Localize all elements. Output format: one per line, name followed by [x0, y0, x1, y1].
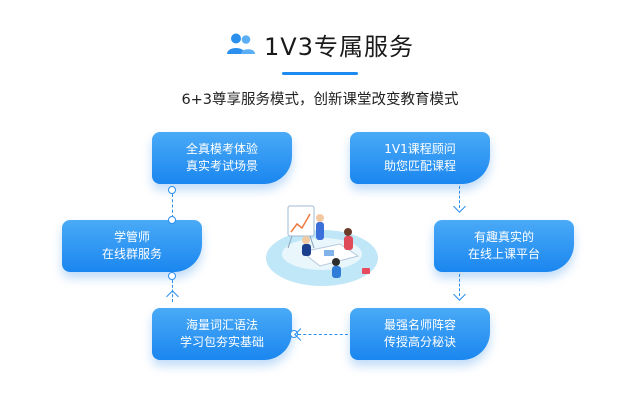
card-line: 有趣真实的 — [473, 230, 534, 244]
card-advisor: 1V1课程顾问 助您匹配课程 — [350, 132, 490, 184]
card-line: 传授高分秘诀 — [383, 335, 456, 349]
connector-circle-icon — [168, 216, 176, 224]
card-teachers: 最强名师阵容 传授高分秘诀 — [350, 308, 490, 360]
chevron-down-icon — [453, 288, 466, 301]
classroom-illustration — [266, 205, 378, 286]
card-line: 学管师 — [113, 230, 150, 244]
card-tutor: 学管师 在线群服务 — [62, 220, 202, 272]
page-header: 1V3专属服务 — [0, 22, 640, 66]
connector-circle-icon — [168, 272, 176, 280]
title-underline — [282, 72, 358, 75]
card-online-class: 有趣真实的 在线上课平台 — [434, 220, 574, 272]
chevron-up-icon — [166, 290, 179, 303]
card-mock-exam: 全真模考体验 真实考试场景 — [152, 132, 292, 184]
connector-line — [459, 186, 460, 208]
card-line: 学习包夯实基础 — [179, 335, 264, 349]
connector-line — [172, 280, 173, 302]
connector-line — [298, 334, 348, 335]
card-line: 在线上课平台 — [467, 247, 540, 261]
card-line: 真实考试场景 — [185, 159, 258, 173]
connector-line — [459, 274, 460, 296]
card-line: 全真模考体验 — [185, 142, 258, 156]
connector-circle-icon — [168, 186, 176, 194]
page-title: 1V3专属服务 — [264, 32, 414, 61]
users-icon — [227, 33, 256, 54]
page-subtitle: 6+3尊享服务模式，创新课堂改变教育模式 — [181, 92, 459, 108]
card-line: 1V1课程顾问 — [384, 142, 456, 156]
connector-circle-icon — [290, 330, 298, 338]
card-line: 最强名师阵容 — [383, 318, 456, 332]
card-line: 在线群服务 — [101, 247, 162, 261]
card-line: 海量词汇语法 — [185, 318, 258, 332]
chevron-down-icon — [453, 200, 466, 213]
card-line: 助您匹配课程 — [383, 159, 456, 173]
card-vocab: 海量词汇语法 学习包夯实基础 — [152, 308, 292, 360]
connector-line — [172, 194, 173, 218]
